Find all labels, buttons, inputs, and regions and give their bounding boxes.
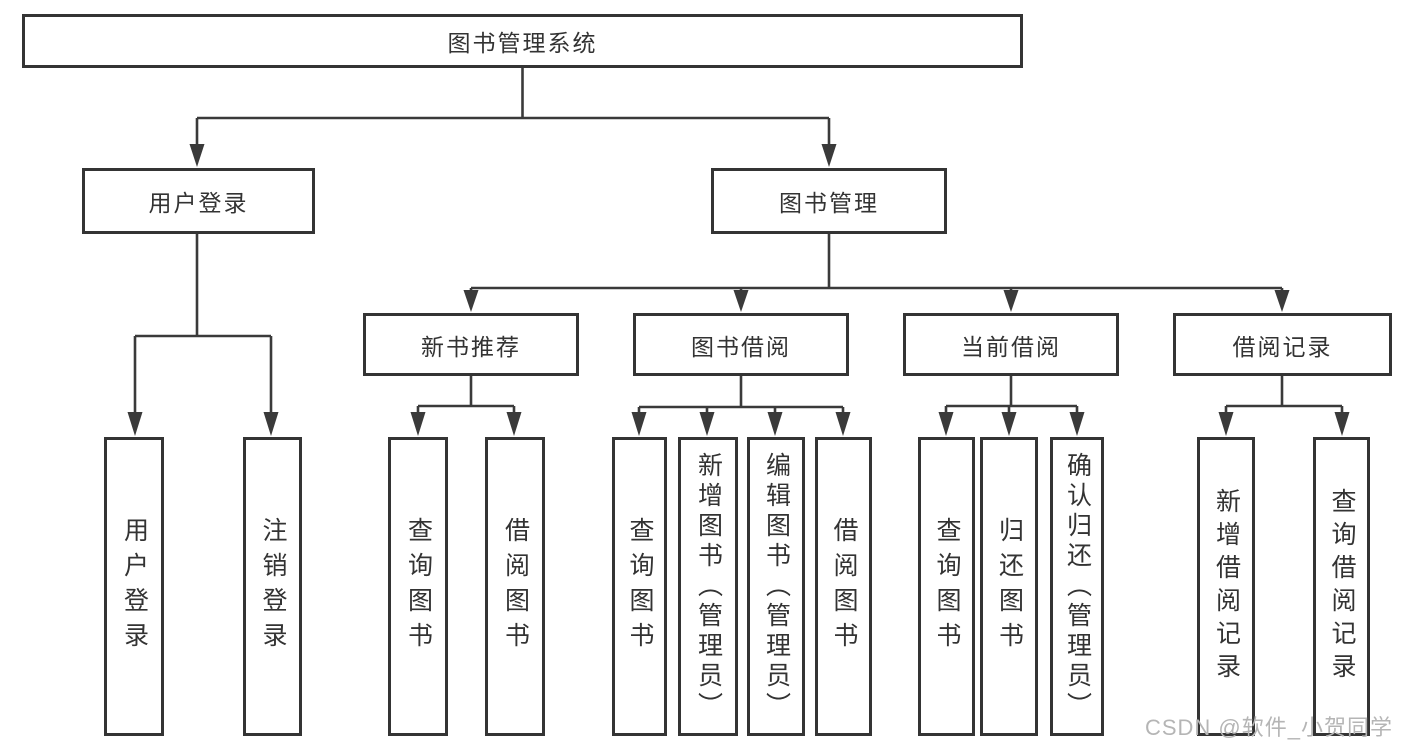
watermark: CSDN @软件_小贺同学 — [1144, 715, 1393, 740]
leaf-records-add-record: 新增借阅记录 — [1197, 437, 1255, 736]
leaf-borrow-query-books: 查询图书 — [612, 437, 667, 736]
leaf-newbook-query-books: 查询图书 — [388, 437, 448, 736]
node-user-login-label: 用户登录 — [148, 190, 249, 216]
leaf-records-query-record: 查询借阅记录 — [1313, 437, 1370, 736]
leaf-current-return-books-label: 归还图书 — [995, 516, 1024, 657]
leaf-current-query-books-label: 查询图书 — [933, 516, 961, 657]
leaf-borrow-add-books-admin-label: 新增图书（管理员） — [694, 451, 723, 722]
leaf-borrow-edit-books-admin: 编辑图书（管理员） — [747, 437, 805, 736]
leaf-current-confirm-return-admin: 确认归还（管理员） — [1050, 437, 1104, 736]
node-borrow-records: 借阅记录 — [1173, 313, 1392, 376]
leaf-current-return-books: 归还图书 — [980, 437, 1038, 736]
leaf-logout-label: 注销登录 — [259, 516, 287, 657]
leaf-records-query-record-label: 查询借阅记录 — [1328, 487, 1356, 686]
node-new-book-recommend: 新书推荐 — [363, 313, 579, 376]
leaf-newbook-borrow-books-label: 借阅图书 — [501, 516, 530, 657]
node-book-management-label: 图书管理 — [779, 190, 879, 216]
leaf-user-login-label: 用户登录 — [120, 516, 149, 657]
node-root-label: 图书管理系统 — [447, 30, 598, 56]
leaf-borrow-add-books-admin: 新增图书（管理员） — [678, 437, 738, 736]
leaf-current-confirm-return-admin-label: 确认归还（管理员） — [1063, 451, 1092, 722]
arrowheads — [127, 144, 1350, 436]
leaf-logout: 注销登录 — [243, 437, 302, 736]
node-new-book-recommend-label: 新书推荐 — [421, 333, 521, 360]
leaf-borrow-edit-books-admin-label: 编辑图书（管理员） — [762, 451, 791, 722]
node-root: 图书管理系统 — [22, 14, 1023, 68]
node-book-borrowing-label: 图书借阅 — [691, 333, 791, 360]
leaf-borrow-borrow-books-label: 借阅图书 — [830, 516, 858, 657]
leaf-records-add-record-label: 新增借阅记录 — [1212, 487, 1241, 686]
leaf-borrow-borrow-books: 借阅图书 — [815, 437, 872, 736]
node-book-borrowing: 图书借阅 — [633, 313, 849, 376]
node-current-borrowing: 当前借阅 — [903, 313, 1119, 376]
leaf-borrow-query-books-label: 查询图书 — [626, 516, 654, 657]
leaf-newbook-borrow-books: 借阅图书 — [485, 437, 545, 736]
node-book-management: 图书管理 — [711, 168, 947, 234]
leaf-user-login: 用户登录 — [104, 437, 164, 736]
leaf-newbook-query-books-label: 查询图书 — [404, 516, 433, 657]
node-borrow-records-label: 借阅记录 — [1232, 333, 1333, 360]
node-current-borrowing-label: 当前借阅 — [961, 333, 1061, 360]
leaf-current-query-books: 查询图书 — [918, 437, 975, 736]
node-user-login: 用户登录 — [82, 168, 315, 234]
